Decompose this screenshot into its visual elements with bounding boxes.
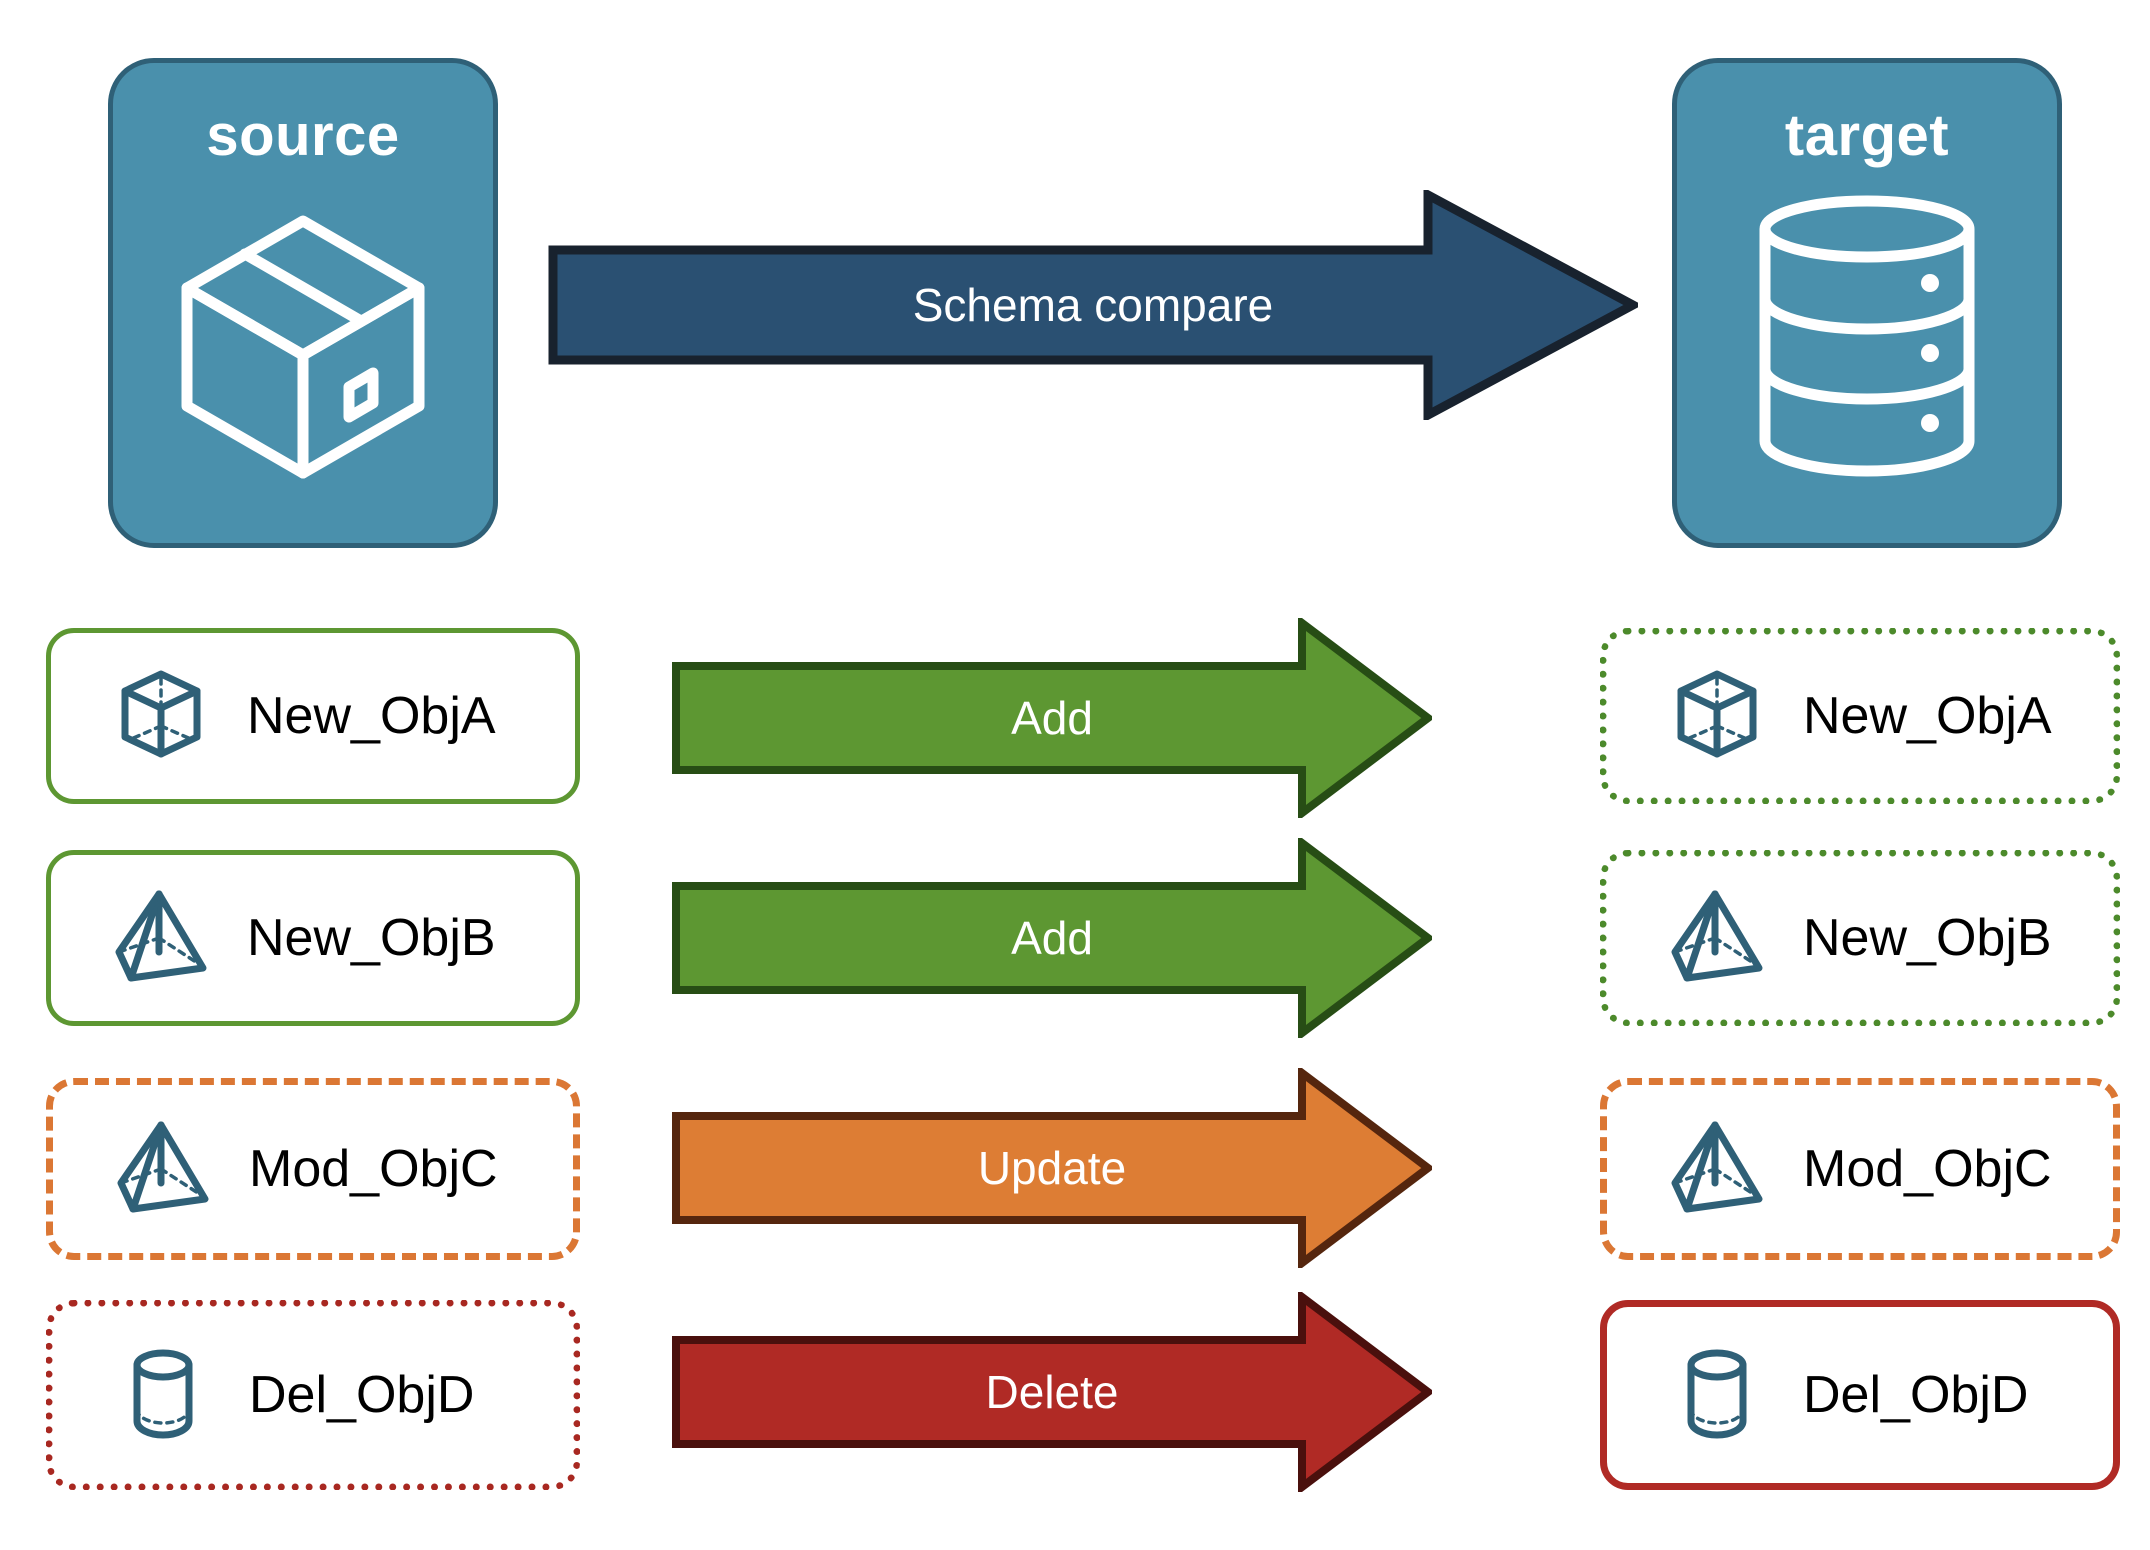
target-object-label-1: New_ObjA bbox=[1803, 687, 2052, 745]
target-object-box-4[interactable]: Del_ObjD bbox=[1600, 1300, 2120, 1490]
source-endpoint-panel: source bbox=[108, 58, 498, 548]
schema-compare-arrow bbox=[548, 187, 1643, 423]
target-title: target bbox=[1784, 103, 1950, 168]
target-object-box-3[interactable]: Mod_ObjC bbox=[1600, 1078, 2120, 1260]
source-object-label-3: Mod_ObjC bbox=[249, 1140, 498, 1198]
target-object-label-3: Mod_ObjC bbox=[1803, 1140, 2052, 1198]
wireframe-cube-icon bbox=[1667, 664, 1767, 769]
wireframe-pyramid-icon bbox=[113, 1117, 213, 1222]
database-cylinder-icon bbox=[1737, 191, 1997, 486]
wireframe-pyramid-icon bbox=[111, 886, 211, 991]
wireframe-cylinder-icon bbox=[113, 1343, 213, 1448]
target-object-box-1[interactable]: New_ObjA bbox=[1600, 628, 2120, 804]
source-object-label-2: New_ObjB bbox=[247, 909, 496, 967]
wireframe-cylinder-icon bbox=[1667, 1343, 1767, 1448]
target-object-label-4: Del_ObjD bbox=[1803, 1366, 2029, 1424]
source-object-box-1[interactable]: New_ObjA bbox=[46, 628, 580, 804]
delete-arrow-4 bbox=[672, 1288, 1435, 1497]
source-object-label-1: New_ObjA bbox=[247, 687, 496, 745]
add-arrow-1 bbox=[672, 614, 1435, 823]
wireframe-cube-icon bbox=[111, 664, 211, 769]
target-endpoint-panel: target bbox=[1672, 58, 2062, 548]
source-object-box-4[interactable]: Del_ObjD bbox=[46, 1300, 580, 1490]
source-object-box-2[interactable]: New_ObjB bbox=[46, 850, 580, 1026]
wireframe-pyramid-icon bbox=[1667, 886, 1767, 991]
target-object-label-2: New_ObjB bbox=[1803, 909, 2052, 967]
source-object-label-4: Del_ObjD bbox=[249, 1366, 475, 1424]
source-title: source bbox=[206, 103, 400, 168]
wireframe-pyramid-icon bbox=[1667, 1117, 1767, 1222]
update-arrow-3 bbox=[672, 1064, 1435, 1273]
source-object-box-3[interactable]: Mod_ObjC bbox=[46, 1078, 580, 1260]
target-object-box-2[interactable]: New_ObjB bbox=[1600, 850, 2120, 1026]
package-box-icon bbox=[153, 191, 453, 496]
add-arrow-2 bbox=[672, 834, 1435, 1043]
